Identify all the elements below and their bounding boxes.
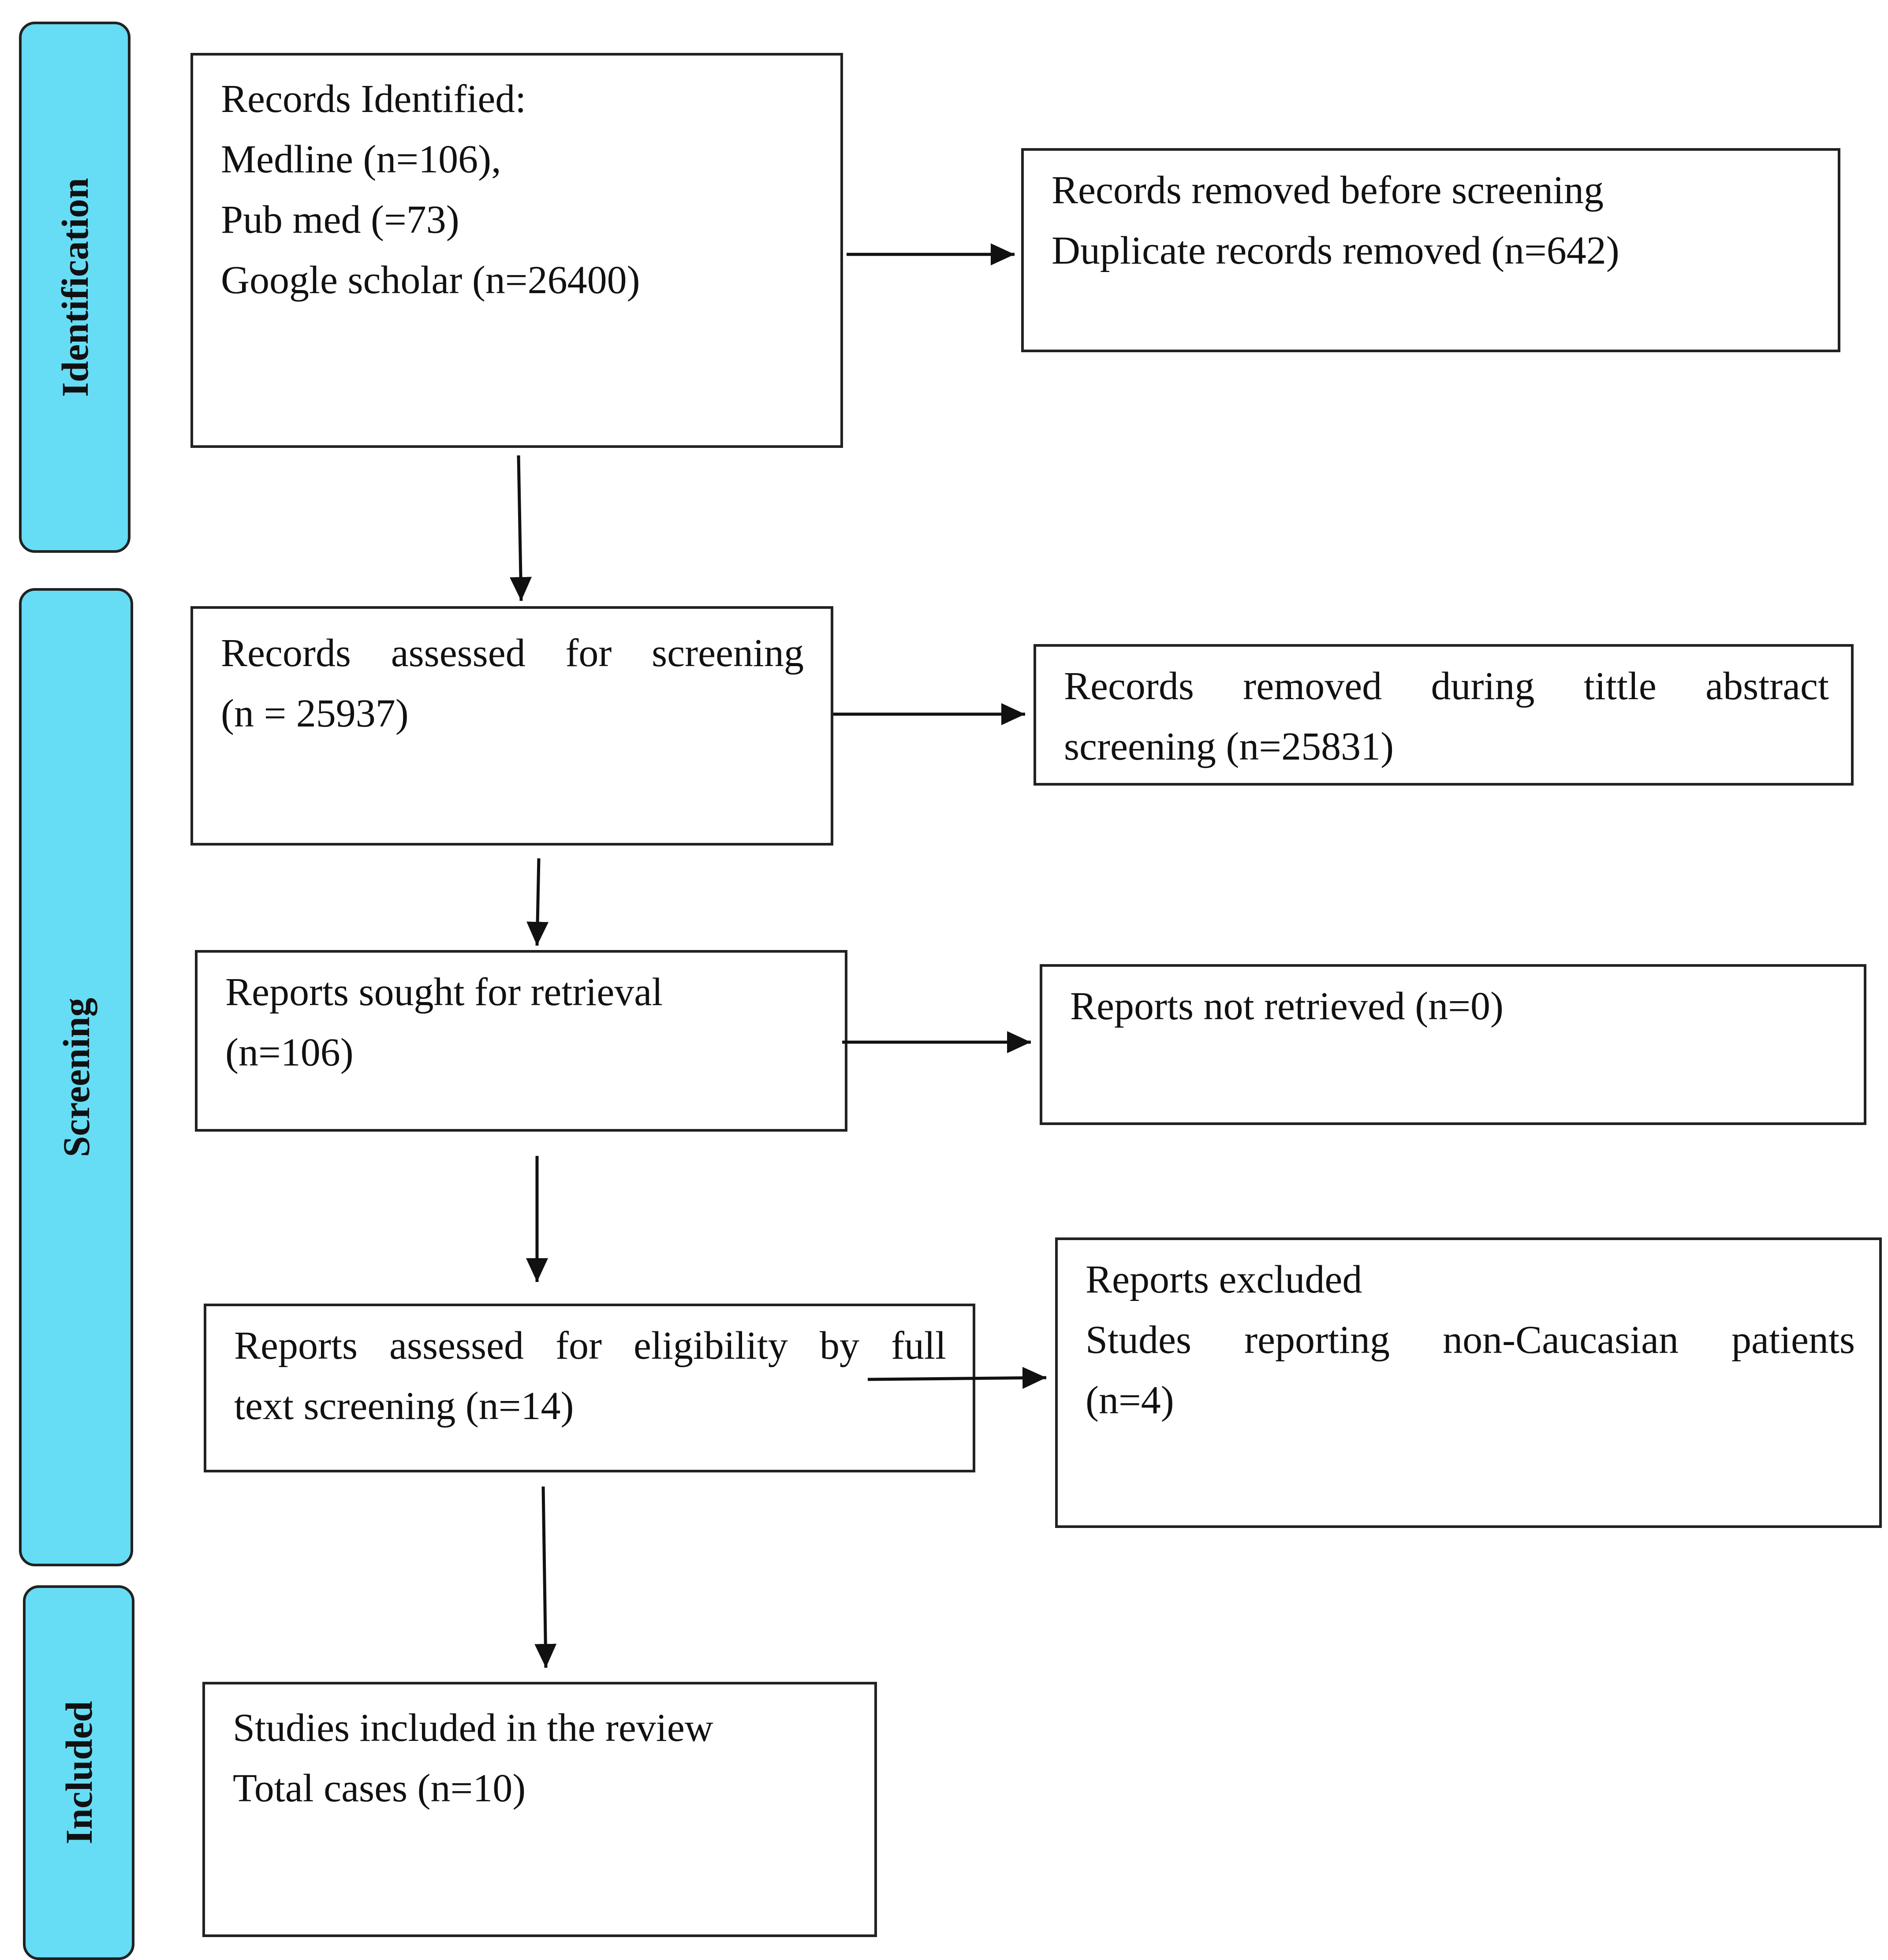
reports-excluded-reason: Studes reporting non-Caucasian patients xyxy=(1086,1318,1855,1362)
records-assessed-line-1: Records assessed for screening xyxy=(221,631,804,675)
duplicate-records-removed: Duplicate records removed (n=642) xyxy=(1052,229,1619,272)
records-identified-medline: Medline (n=106), xyxy=(221,138,501,181)
reports-excluded-count: (n=4) xyxy=(1086,1379,1174,1422)
stage-included: Included xyxy=(23,1585,134,1960)
records-removed-title-abstract-box: Records removed during tittle abstract s… xyxy=(1034,644,1854,786)
reports-not-retrieved-line: Reports not retrieved (n=0) xyxy=(1070,984,1504,1028)
arrow-assessed-to-sought xyxy=(526,858,549,946)
reports-assessed-eligibility-box: Reports assessed for eligibility by full… xyxy=(204,1304,975,1472)
reports-assessed-eligibility-line-1: Reports assessed for eligibility by full xyxy=(234,1324,946,1368)
arrow-eligibility-to-included xyxy=(534,1486,557,1668)
arrow-eligibility-to-excluded xyxy=(867,1367,1047,1389)
reports-sought-box: Reports sought for retrieval (n=106) xyxy=(195,950,847,1132)
reports-sought-line-1: Reports sought for retrieval xyxy=(225,970,663,1014)
arrow-identified-to-assessed xyxy=(510,455,532,601)
reports-excluded-box: Reports excluded Studes reporting non-Ca… xyxy=(1055,1237,1882,1528)
records-removed-title-abstract-count: screening (n=25831) xyxy=(1064,725,1394,768)
records-removed-before-screening-box: Records removed before screening Duplica… xyxy=(1021,148,1840,352)
records-identified-box: Records Identified: Medline (n=106), Pub… xyxy=(190,53,843,448)
records-removed-heading: Records removed before screening xyxy=(1052,168,1604,212)
reports-sought-count: (n=106) xyxy=(225,1031,354,1074)
reports-excluded-heading: Reports excluded xyxy=(1086,1258,1362,1301)
reports-assessed-eligibility-count: text screening (n=14) xyxy=(234,1384,574,1428)
records-removed-title-abstract-line-1: Records removed during tittle abstract xyxy=(1064,664,1829,708)
records-assessed-box: Records assessed for screening (n = 2593… xyxy=(190,606,833,846)
records-identified-pubmed: Pub med (=73) xyxy=(221,198,459,242)
reports-not-retrieved-box: Reports not retrieved (n=0) xyxy=(1040,964,1866,1125)
records-identified-google-scholar: Google scholar (n=26400) xyxy=(221,258,640,302)
stage-screening: Screening xyxy=(19,588,133,1566)
studies-included-total: Total cases (n=10) xyxy=(233,1766,526,1810)
studies-included-line-1: Studies included in the review xyxy=(233,1706,713,1750)
stage-identification: Identification xyxy=(19,22,131,553)
records-identified-heading: Records Identified: xyxy=(221,77,526,121)
records-assessed-count: (n = 25937) xyxy=(221,692,409,735)
studies-included-box: Studies included in the review Total cas… xyxy=(202,1682,877,1937)
